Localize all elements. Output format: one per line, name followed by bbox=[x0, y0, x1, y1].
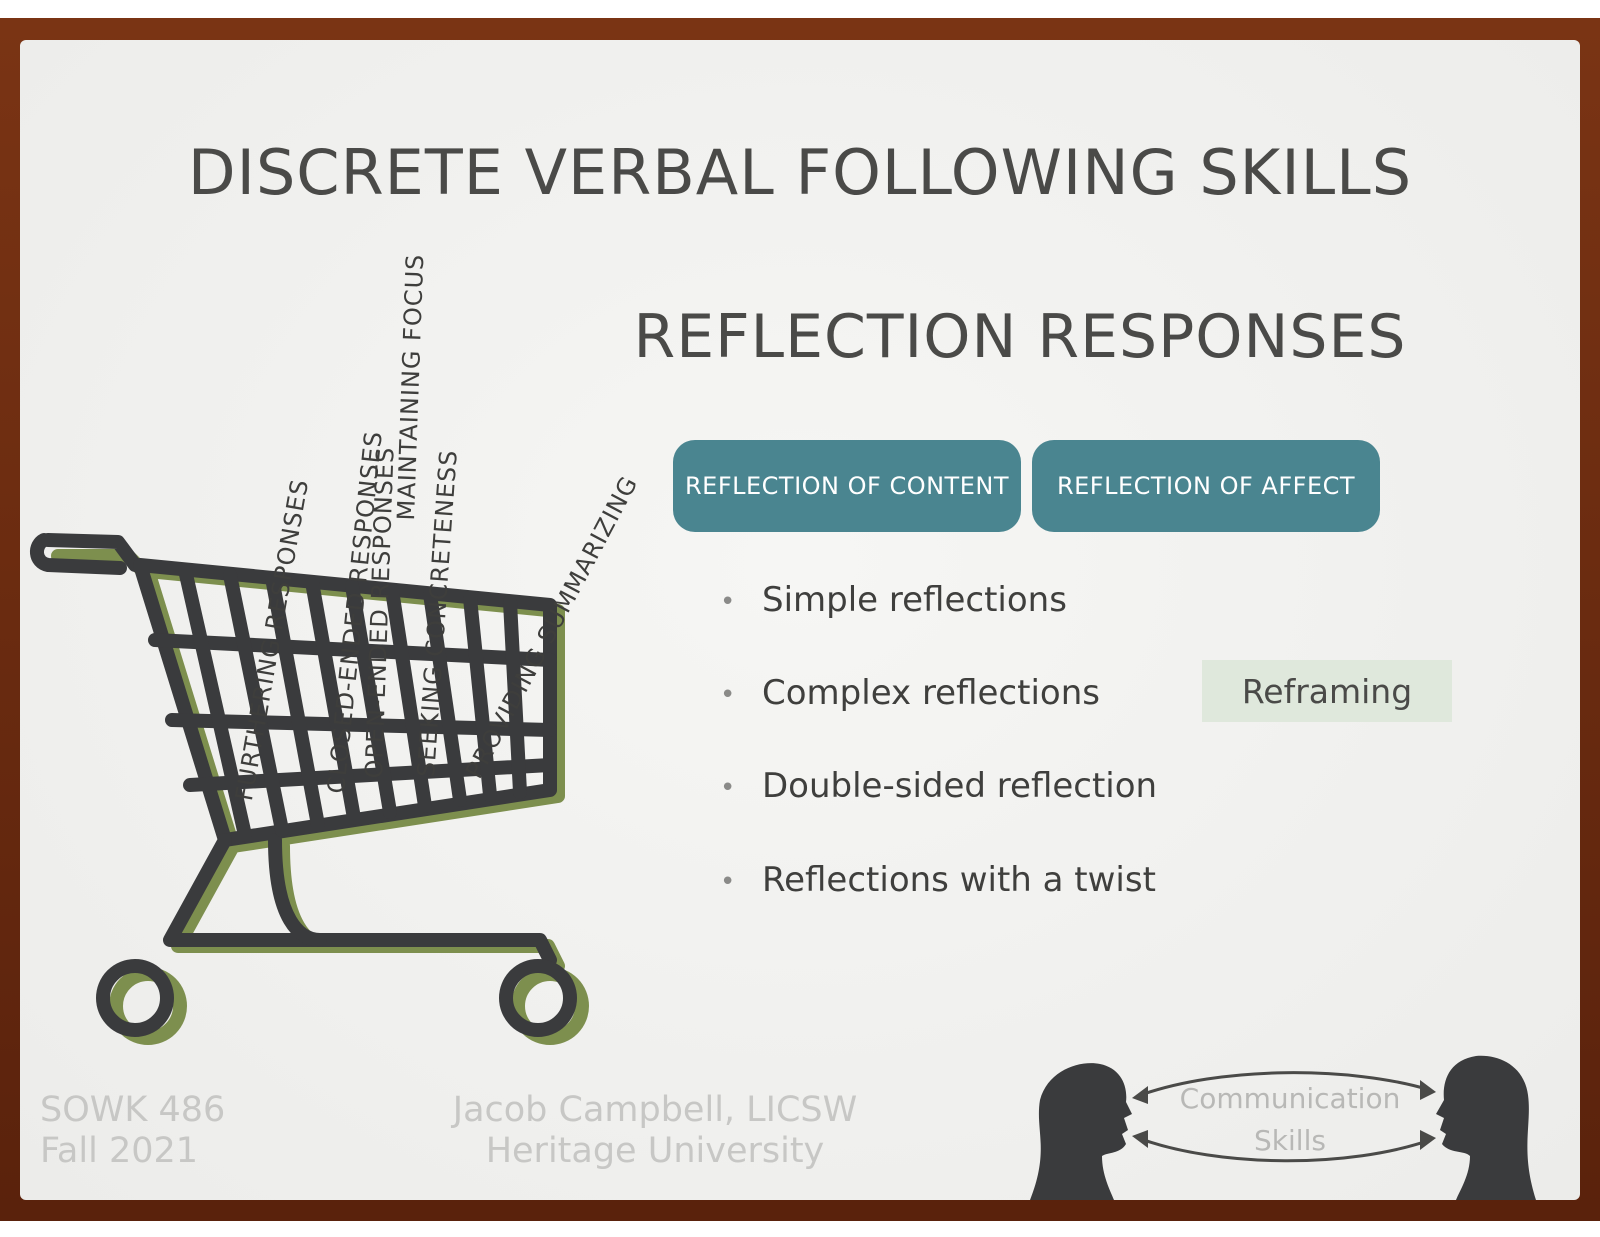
footer-author-info: Jacob Campbell, LICSW Heritage Universit… bbox=[430, 1090, 880, 1172]
institution-name: Heritage University bbox=[485, 1131, 825, 1171]
course-term: Fall 2021 bbox=[40, 1131, 199, 1171]
bullet-item: •Simple reflections bbox=[720, 580, 1067, 620]
slide-subtitle: REFLECTION RESPONSES bbox=[633, 302, 1407, 372]
reflection-of-affect-button[interactable]: REFLECTION OF AFFECT bbox=[1032, 440, 1380, 532]
reframing-label: Reframing bbox=[1202, 660, 1452, 722]
shopping-cart-icon bbox=[30, 533, 589, 1045]
course-code: SOWK 486 bbox=[40, 1090, 226, 1130]
bullet-item: •Double-sided reflection bbox=[720, 766, 1158, 806]
communication-heads-icon bbox=[1030, 1055, 1536, 1200]
communication-skills-label: Communication Skills bbox=[1179, 1082, 1401, 1157]
author-name: Jacob Campbell, LICSW bbox=[452, 1090, 858, 1130]
slide: DISCRETE VERBAL FOLLOWING SKILLS REFLECT… bbox=[20, 40, 1580, 1200]
bullet-item: •Reflections with a twist bbox=[720, 860, 1156, 900]
reflection-of-content-button[interactable]: REFLECTION OF CONTENT bbox=[673, 440, 1021, 532]
footer-course-info: SOWK 486 Fall 2021 bbox=[40, 1090, 225, 1172]
bullet-item: •Complex reflections bbox=[720, 673, 1100, 713]
slide-title: DISCRETE VERBAL FOLLOWING SKILLS bbox=[187, 136, 1413, 209]
